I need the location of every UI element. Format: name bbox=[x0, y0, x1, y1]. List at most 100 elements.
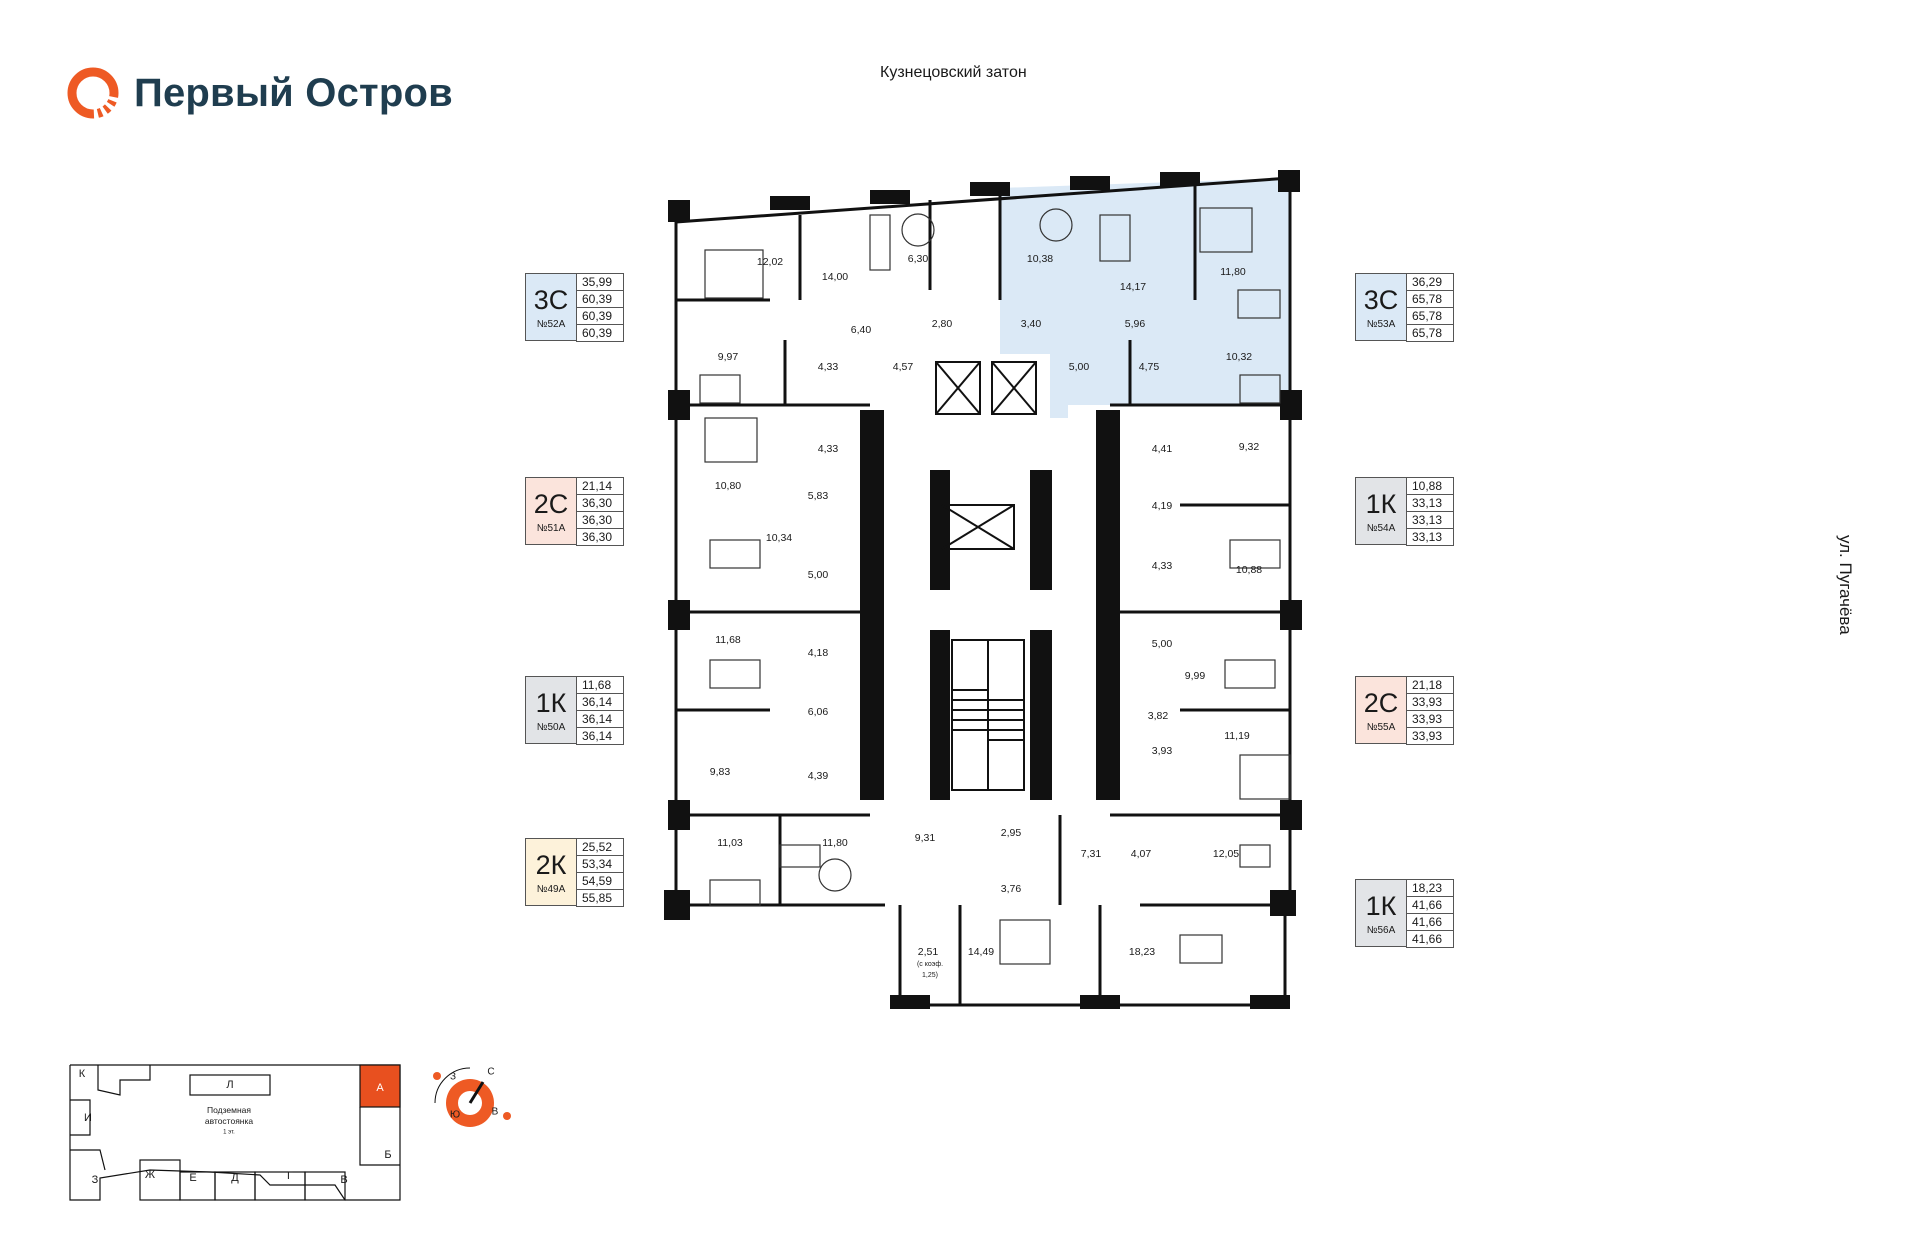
area-total-coef: 65,78 bbox=[1406, 307, 1454, 324]
apartment-type: 2К bbox=[535, 849, 567, 880]
apartment-type: 2С bbox=[1363, 687, 1399, 718]
apartment-type: 3С bbox=[1363, 284, 1399, 315]
circular-arrows-logo-icon bbox=[67, 67, 119, 119]
structural-columns bbox=[664, 170, 1302, 1009]
core-elements bbox=[935, 361, 1037, 791]
room-area: 5,00 bbox=[1151, 638, 1173, 650]
area-living: 35,99 bbox=[576, 273, 624, 290]
room-area: 14,49 bbox=[967, 946, 995, 958]
compass-north: С bbox=[487, 1066, 495, 1078]
key-section-b: Б bbox=[384, 1149, 392, 1161]
area-total-full: 36,14 bbox=[576, 727, 624, 745]
area-total: 33,13 bbox=[1406, 494, 1454, 511]
room-area: 9,99 bbox=[1184, 670, 1206, 682]
brand-name: Первый Остров bbox=[134, 70, 453, 115]
room-area: 5,96 bbox=[1124, 318, 1146, 330]
room-area: 3,76 bbox=[1000, 883, 1022, 895]
room-area: 4,39 bbox=[807, 770, 829, 782]
area-total-full: 55,85 bbox=[576, 889, 624, 907]
room-area: 14,00 bbox=[821, 271, 849, 283]
room-area: 3,93 bbox=[1151, 745, 1173, 757]
area-living: 10,88 bbox=[1406, 477, 1454, 494]
room-area: 9,32 bbox=[1238, 441, 1260, 453]
key-section-k: К bbox=[78, 1068, 86, 1080]
apartment-number: №50А bbox=[536, 721, 566, 733]
room-area: 7,31 bbox=[1080, 848, 1102, 860]
area-living: 21,14 bbox=[576, 477, 624, 494]
key-section-v: В bbox=[340, 1174, 348, 1186]
apartment-number: №54А bbox=[1366, 522, 1396, 534]
area-total-coef: 36,30 bbox=[576, 511, 624, 528]
room-area: 4,19 bbox=[1151, 500, 1173, 512]
room-area: 4,07 bbox=[1130, 848, 1152, 860]
key-section-g: Г bbox=[287, 1170, 293, 1182]
apartment-type: 2С bbox=[533, 488, 569, 519]
room-area: 5,00 bbox=[807, 569, 829, 581]
apartment-number: №55А bbox=[1366, 721, 1396, 733]
area-total-full: 65,78 bbox=[1406, 324, 1454, 342]
room-area: 9,31 bbox=[914, 832, 936, 844]
room-area: 4,33 bbox=[817, 443, 839, 455]
area-living: 18,23 bbox=[1406, 879, 1454, 896]
room-area: 11,03 bbox=[717, 837, 743, 849]
apartment-53-highlight bbox=[1000, 178, 1290, 418]
area-total-coef: 33,93 bbox=[1406, 710, 1454, 727]
area-total: 53,34 bbox=[576, 855, 624, 872]
key-section-z: З bbox=[91, 1174, 99, 1186]
compass-east: В bbox=[491, 1106, 499, 1118]
area-total: 65,78 bbox=[1406, 290, 1454, 307]
room-area: 11,80 bbox=[1220, 266, 1246, 278]
area-total: 33,93 bbox=[1406, 693, 1454, 710]
area-living: 36,29 bbox=[1406, 273, 1454, 290]
room-area: 3,82 bbox=[1147, 710, 1169, 722]
apartment-type: 1К bbox=[1365, 890, 1397, 921]
compass-south: Ю bbox=[449, 1109, 461, 1121]
room-area: 12,02 bbox=[756, 256, 784, 268]
apartment-type: 3С bbox=[533, 284, 569, 315]
room-area: 12,05 bbox=[1212, 848, 1240, 860]
room-area: 10,32 bbox=[1225, 351, 1253, 363]
area-total-coef: 41,66 bbox=[1406, 913, 1454, 930]
compass-west: З bbox=[449, 1071, 457, 1083]
room-area: 6,30 bbox=[907, 253, 929, 265]
key-section-e: Е bbox=[189, 1172, 197, 1184]
apartment-number: №52А bbox=[536, 318, 566, 330]
room-area: 10,80 bbox=[714, 480, 742, 492]
top-location-label: Кузнецовский затон bbox=[880, 64, 1027, 81]
parking-label: Подземная автостоянка bbox=[204, 1105, 254, 1126]
parking-level: 1 эт. bbox=[223, 1129, 235, 1136]
area-total-full: 60,39 bbox=[576, 324, 624, 342]
apartment-type: 1К bbox=[535, 687, 567, 718]
area-total: 60,39 bbox=[576, 290, 624, 307]
brand-logo[interactable]: Первый Остров bbox=[66, 66, 453, 120]
area-total-full: 33,13 bbox=[1406, 528, 1454, 546]
room-area: 9,83 bbox=[709, 766, 731, 778]
room-area: 9,97 bbox=[717, 351, 739, 363]
key-section-l: Л bbox=[226, 1079, 234, 1091]
area-living: 21,18 bbox=[1406, 676, 1454, 693]
area-total: 36,30 bbox=[576, 494, 624, 511]
area-total-full: 33,93 bbox=[1406, 727, 1454, 745]
room-area: 4,33 bbox=[817, 361, 839, 373]
room-area: 2,51 bbox=[917, 946, 939, 958]
room-area: 4,41 bbox=[1151, 443, 1173, 455]
apartment-number: №56А bbox=[1366, 924, 1396, 936]
room-area: 10,34 bbox=[765, 532, 793, 544]
apartment-number: №49А bbox=[536, 883, 566, 895]
area-total-full: 36,30 bbox=[576, 528, 624, 546]
room-area: 2,80 bbox=[931, 318, 953, 330]
area-total-coef: 60,39 bbox=[576, 307, 624, 324]
area-total-coef: 36,14 bbox=[576, 710, 624, 727]
apartment-number: №51А bbox=[536, 522, 566, 534]
room-area: 6,40 bbox=[850, 324, 872, 336]
room-area: 11,68 bbox=[715, 634, 741, 646]
furniture bbox=[699, 207, 1291, 965]
